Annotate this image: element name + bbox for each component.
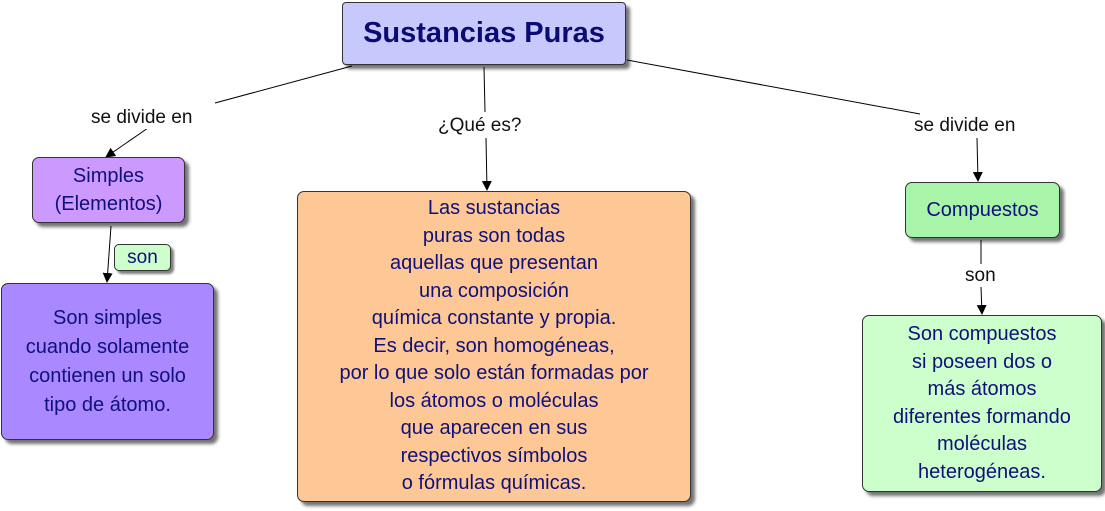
- edge-title-to-center-label: [483, 66, 486, 113]
- simples-definition-line: tipo de átomo.: [44, 393, 171, 416]
- concept-node-definition[interactable]: Las sustancias puras son todas aquellas …: [297, 191, 691, 502]
- definition-line: o fórmulas químicas.: [401, 472, 587, 495]
- compuestos-definition-line: moléculas: [936, 433, 1028, 455]
- definition-line: una composición: [418, 279, 570, 302]
- concept-node-compuestos[interactable]: Compuestos: [905, 182, 1060, 238]
- compuestos-definition-line: heterogéneas.: [918, 460, 1046, 483]
- definition-line: aquellas que presentan: [390, 252, 598, 275]
- definition-line: Es decir, son homogéneas,: [373, 334, 615, 357]
- edge-right-label-to-compuestos: [972, 137, 983, 182]
- edge-son-to-compuestos-definition: [976, 286, 987, 315]
- compuestos-definition-line: diferentes formando: [893, 405, 1071, 428]
- definition-line: Las sustancias: [427, 197, 561, 220]
- concept-node-simples-definition[interactable]: Son simples cuando solamente contienen u…: [1, 283, 214, 440]
- simples-definition-line: contienen un solo: [29, 364, 186, 387]
- concept-node-simples[interactable]: Simples (Elementos): [32, 157, 185, 223]
- simples-line: (Elementos): [54, 193, 163, 215]
- definition-line: respectivos símbolos: [400, 444, 588, 467]
- concept-node-sustancias-puras[interactable]: Sustancias Puras: [342, 2, 626, 65]
- edge-title-to-right-label: [626, 59, 921, 115]
- definition-line: puras son todas: [422, 224, 566, 247]
- compuestos-definition-line: más átomos: [927, 378, 1037, 400]
- definition-line: por lo que solo están formadas por: [339, 362, 649, 385]
- compuestos-definition-line: Son compuestos: [907, 323, 1057, 345]
- simples-definition-line: cuando solamente: [25, 335, 190, 358]
- edge-center-label-to-definition: [481, 137, 492, 191]
- compuestos-definition-line: si poseen dos o: [911, 350, 1053, 373]
- edge-title-to-left-label: [214, 65, 353, 104]
- concept-node-compuestos-definition[interactable]: Son compuestos si poseen dos o más átomo…: [862, 315, 1102, 492]
- link-label-right: se divide en: [912, 115, 1018, 137]
- edge-simples-to-simples-definition: [102, 225, 113, 283]
- link-label-son-right: son: [963, 265, 998, 287]
- link-label-son-left: son: [114, 244, 171, 271]
- definition-line: química constante y propia.: [371, 307, 617, 330]
- definition-line: que aparecen en sus: [400, 417, 588, 440]
- definition-line: los átomos o moléculas: [389, 389, 599, 412]
- link-label-center: ¿Qué es?: [436, 115, 524, 137]
- simples-definition-line: Son simples: [53, 306, 162, 329]
- simples-line: Simples: [72, 165, 145, 187]
- link-label-left: se divide en: [89, 107, 195, 129]
- node-title-text: Sustancias Puras: [363, 17, 605, 49]
- compuestos-text: Compuestos: [926, 198, 1039, 221]
- edge-left-label-to-simples: [105, 127, 149, 158]
